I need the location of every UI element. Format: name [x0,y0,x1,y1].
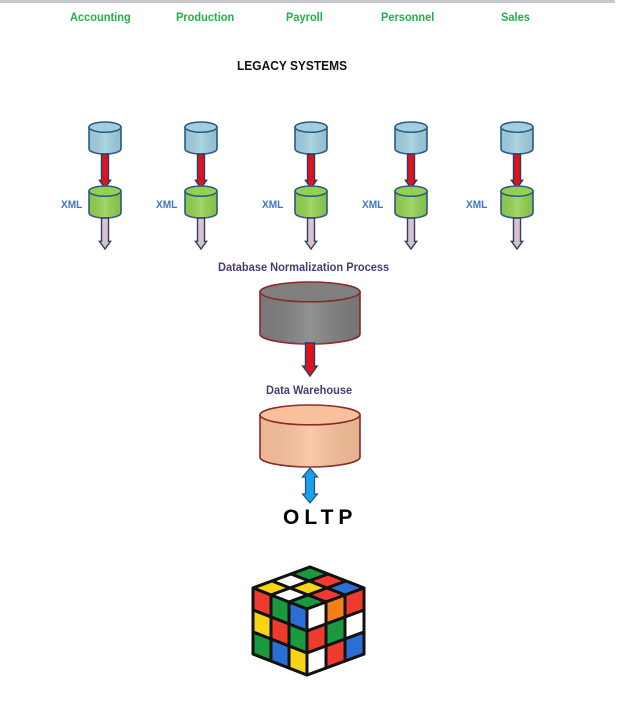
data-warehouse-db [259,404,361,468]
legacy-systems-heading: LEGACY SYSTEMS [237,58,348,73]
data-warehouse-label: Data Warehouse [266,383,353,397]
dept-label-payroll: Payroll [286,10,323,24]
oltp-label: OLTP [283,506,358,529]
bidirectional-arrow [301,467,319,504]
xml-label-personnel: XML [362,199,384,211]
normalization-db [259,281,361,345]
xml-label-accounting: XML [61,199,83,211]
rubiks-cube-icon [251,565,366,677]
xml-label-sales: XML [466,199,488,211]
output-arrow-production [194,217,208,251]
xml-db-production [184,185,218,219]
down-arrow-personnel [404,153,418,190]
legacy-db-sales [500,121,534,155]
output-arrow-personnel [404,217,418,251]
legacy-db-production [184,121,218,155]
output-arrow-accounting [98,217,112,251]
down-arrow-accounting [98,153,112,190]
legacy-db-payroll [294,121,328,155]
legacy-db-accounting [88,121,122,155]
output-arrow-payroll [304,217,318,251]
xml-label-payroll: XML [262,199,284,211]
dept-label-sales: Sales [501,10,530,24]
dept-label-production: Production [176,10,235,24]
normalization-down-arrow [301,342,319,378]
down-arrow-sales [510,153,524,190]
output-arrow-sales [510,217,524,251]
xml-db-payroll [294,185,328,219]
normalization-process-label: Database Normalization Process [218,260,390,274]
top-divider-line [0,0,615,3]
legacy-db-personnel [394,121,428,155]
xml-label-production: XML [156,199,178,211]
xml-db-personnel [394,185,428,219]
xml-db-accounting [88,185,122,219]
down-arrow-payroll [304,153,318,190]
dept-label-accounting: Accounting [70,10,131,24]
dept-label-personnel: Personnel [381,10,435,24]
xml-db-sales [500,185,534,219]
down-arrow-production [194,153,208,190]
